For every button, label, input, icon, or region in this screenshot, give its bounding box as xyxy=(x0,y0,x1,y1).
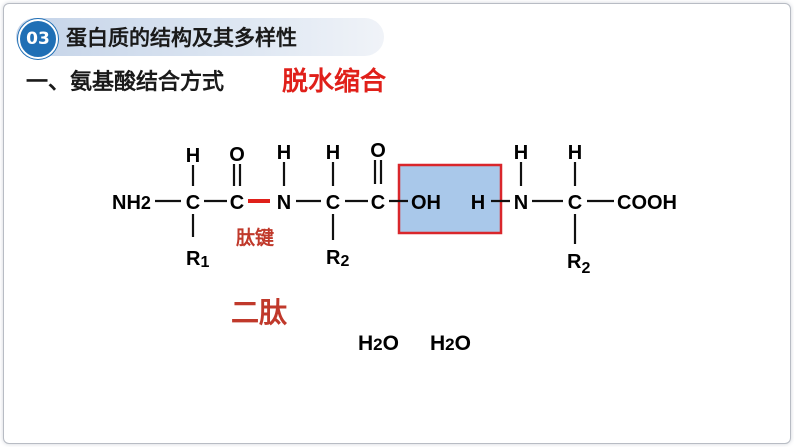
atom-h-n2: H xyxy=(514,142,528,164)
bonds xyxy=(155,160,614,244)
atom-c5: C xyxy=(568,192,582,214)
group-r2-second: R2 xyxy=(567,251,590,277)
atom-c4: C xyxy=(371,192,385,214)
atom-n: N xyxy=(277,192,291,214)
slide xyxy=(3,3,791,444)
atom-h-c3: H xyxy=(326,142,340,164)
atom-h-c1: H xyxy=(186,145,200,167)
water-removal-highlight xyxy=(397,163,503,235)
group-r2: R2 xyxy=(326,247,349,270)
atom-h-n: H xyxy=(277,142,291,164)
atom-h-removed: H xyxy=(471,192,485,214)
product-label: 二肽 xyxy=(231,297,288,328)
water-1: H2O xyxy=(358,332,399,355)
atom-h-c5: H xyxy=(568,142,582,164)
section-number-badge: 03 xyxy=(18,19,58,59)
section-title: 蛋白质的结构及其多样性 xyxy=(66,26,297,50)
atom-o-c4: O xyxy=(370,140,386,162)
section-header-bar xyxy=(16,18,384,56)
group-cooh: COOH xyxy=(617,192,677,214)
group-r1: R1 xyxy=(186,248,209,271)
sub-heading: 一、氨基酸结合方式 xyxy=(26,70,225,95)
reaction-name: 脱水缩合 xyxy=(282,67,387,97)
atom-nh2: NH2 xyxy=(112,192,151,214)
atom-c3: C xyxy=(326,192,340,214)
atom-c1: C xyxy=(186,192,200,214)
atom-c2: C xyxy=(230,192,244,214)
peptide-bond-label: 肽键 xyxy=(236,226,274,249)
group-oh: OH xyxy=(411,192,441,214)
atom-o-c2: O xyxy=(229,144,245,166)
atom-n2: N xyxy=(514,192,528,214)
water-2: H2O xyxy=(430,332,471,355)
